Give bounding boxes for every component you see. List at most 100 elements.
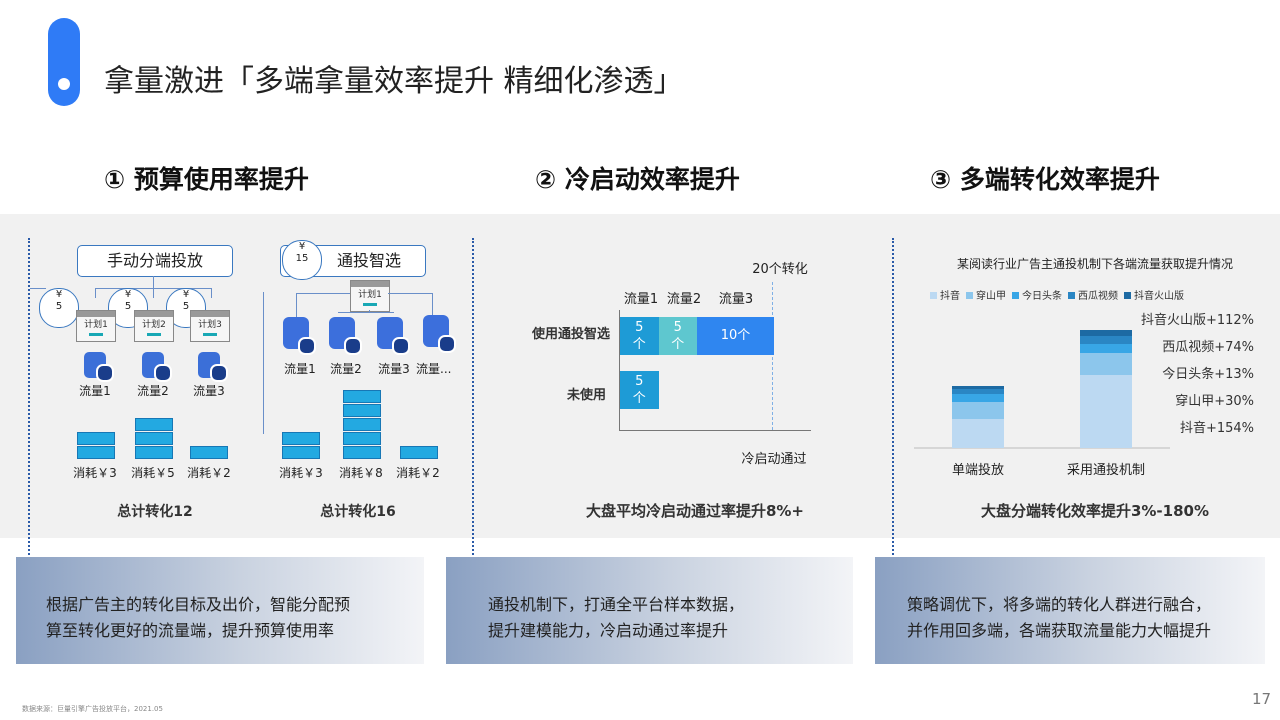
plan-card: 计划1 (76, 310, 116, 342)
target-label: 20个转化 (752, 262, 808, 277)
cost-unit-box (343, 404, 381, 417)
chart-bar-segment (952, 394, 1004, 402)
cost-unit-box (343, 446, 381, 459)
cost-label: 消耗￥3 (279, 466, 323, 480)
clock-icon (298, 337, 316, 355)
page-title: 拿量激进「多端拿量效率提升 精细化渗透」 (104, 64, 684, 99)
cost-label: 消耗￥5 (131, 466, 175, 480)
legend-item: 抖音 (930, 291, 960, 302)
clock-icon (344, 337, 362, 355)
cost-unit-box (343, 390, 381, 403)
cost-label: 消耗￥3 (73, 466, 117, 480)
coldstart-note-text: 通投机制下，打通全平台样本数据，提升建模能力，冷启动通过率提升 (488, 595, 745, 640)
chart-annotation: 西瓜视频+74% (1162, 340, 1254, 355)
dotted-divider-3 (892, 238, 894, 574)
bid-coin: ¥5 (39, 288, 79, 328)
connector (432, 293, 433, 315)
plan-card: 计划1 (350, 280, 390, 312)
chart-svg: 单端投放采用通投机制抖音火山版+112%西瓜视频+74%今日头条+13%穿山甲+… (914, 312, 1254, 478)
divider-line (263, 292, 264, 434)
row-label-with-auto: 使用通投智选 (531, 327, 610, 342)
coldstart-axis-label: 冷启动通过 (741, 452, 807, 467)
coldstart-summary: 大盘平均冷启动通过率提升8%+ (585, 502, 805, 520)
coldstart-note-card (446, 557, 853, 664)
cost-label: 消耗￥8 (339, 466, 383, 480)
cost-unit-box (77, 446, 115, 459)
chart-bar-segment (1080, 330, 1132, 336)
cost-unit-box (135, 418, 173, 431)
flow-column-label: 流量2 (666, 292, 702, 307)
title-accent-bar (48, 18, 80, 106)
flow-label: 流量1 (79, 384, 111, 398)
source-note: 数据来源：巨量引擎广告投放平台，2021.05 (22, 705, 163, 713)
chart-bar-segment (1080, 336, 1132, 344)
budget-note-text: 根据广告主的转化目标及出价，智能分配预算至转化更好的流量端，提升预算使用率 (46, 595, 351, 640)
cost-label: 消耗￥2 (396, 466, 440, 480)
cost-unit-box (135, 432, 173, 445)
auto-total: 总计转化16 (320, 504, 396, 520)
cost-unit-box (400, 446, 438, 459)
cost-unit-box (282, 446, 320, 459)
chart-bar-segment (1080, 344, 1132, 353)
cost-unit-box (77, 432, 115, 445)
cost-unit-box (343, 432, 381, 445)
page-number: 17 (1252, 690, 1272, 708)
flow-label: 流量... (416, 362, 452, 376)
chart-bar-segment (952, 402, 1004, 419)
title-accent-dot (58, 78, 70, 90)
chart-annotation: 穿山甲+30% (1175, 393, 1254, 409)
chart-bar-segment (1080, 353, 1132, 375)
cost-unit-box (282, 432, 320, 445)
legend-item: 穿山甲 (966, 291, 1006, 302)
legend-swatch (1012, 292, 1019, 299)
cost-unit-box (190, 446, 228, 459)
plan-card: 计划3 (190, 310, 230, 342)
plan-card: 计划2 (134, 310, 174, 342)
target-dashed-line (772, 282, 773, 430)
flow-column-label: 流量3 (718, 292, 754, 307)
legend-swatch (1124, 292, 1131, 299)
chart-annotation: 抖音火山版+112% (1141, 312, 1254, 328)
manual-delivery-label: 手动分端投放 (77, 245, 233, 277)
section-heading-budget: ① 预算使用率提升 (104, 165, 309, 194)
chart-category-label: 单端投放 (952, 462, 1004, 478)
legend-swatch (930, 292, 937, 299)
connector (296, 293, 350, 294)
flow-label: 流量3 (193, 384, 225, 398)
chart-legend: 抖音穿山甲今日头条西瓜视频抖音火山版 (930, 284, 1190, 303)
cost-unit-box (343, 418, 381, 431)
chart-bar-segment (1080, 375, 1132, 448)
clock-icon (210, 364, 228, 382)
clock-icon (154, 364, 172, 382)
chart-summary: 大盘分端转化效率提升3%-180% (980, 502, 1210, 520)
manual-total: 总计转化12 (117, 504, 193, 520)
connector (338, 312, 394, 313)
connector (30, 288, 46, 289)
legend-swatch (1068, 292, 1075, 299)
section-heading-multiend: ③ 多端转化效率提升 (930, 165, 1160, 194)
dotted-divider-1 (28, 238, 30, 574)
connector (369, 310, 370, 313)
flow-column-label: 流量1 (623, 292, 659, 307)
clock-icon (96, 364, 114, 382)
chart-annotation: 抖音+154% (1180, 420, 1254, 436)
connector (388, 293, 432, 294)
bid-coin: ¥15 (282, 240, 322, 280)
chart-title: 某阅读行业广告主通投机制下各端流量获取提升情况 (956, 257, 1233, 271)
legend-item: 西瓜视频 (1068, 291, 1118, 302)
dotted-divider-2 (472, 238, 474, 574)
legend-item: 今日头条 (1012, 291, 1062, 302)
section-heading-coldstart: ② 冷启动效率提升 (535, 165, 740, 194)
budget-note-card (16, 557, 424, 664)
chart-bar-segment (952, 389, 1004, 394)
chart-bar-segment (952, 386, 1004, 389)
row-label-without-auto: 未使用 (566, 388, 606, 403)
chart-annotation: 今日头条+13% (1162, 366, 1254, 382)
chart-bar-segment (952, 419, 1004, 448)
clock-icon (392, 337, 410, 355)
legend-item: 抖音火山版 (1124, 291, 1184, 302)
clock-icon (438, 335, 456, 353)
multiend-note-card (875, 557, 1265, 664)
